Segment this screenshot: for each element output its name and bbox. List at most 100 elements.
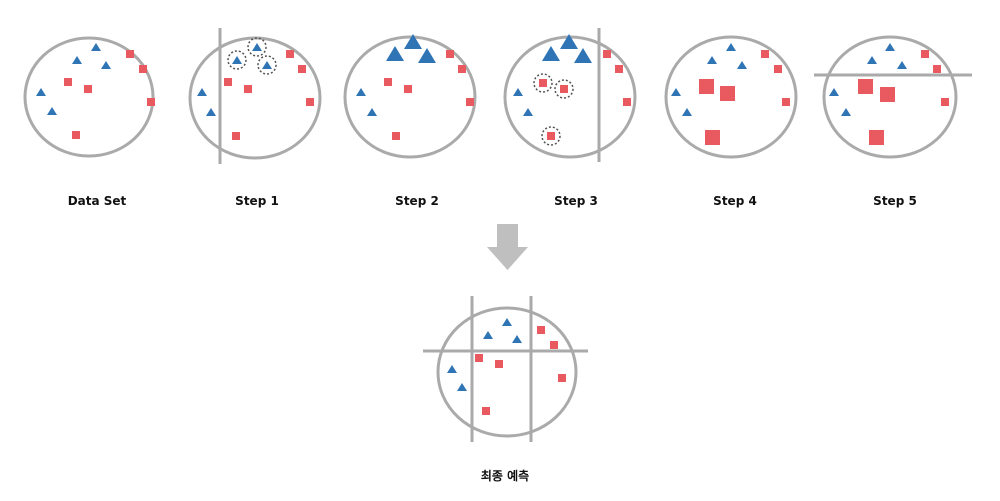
red-square (558, 374, 566, 382)
red-square (306, 98, 314, 106)
red-square (384, 78, 392, 86)
red-square (547, 132, 555, 140)
red-square (64, 78, 72, 86)
red-square (126, 50, 134, 58)
panel-data-set: Data Set (23, 36, 155, 208)
red-square (858, 79, 873, 94)
blue-triangle (829, 88, 839, 96)
label-step-2: Step 2 (395, 194, 439, 208)
blue-triangle (671, 88, 681, 96)
blue-triangle (367, 108, 377, 116)
misclassified-highlight (257, 55, 277, 75)
misclassified-highlight (541, 126, 561, 146)
red-square (147, 98, 155, 106)
red-square (705, 130, 720, 145)
red-square (298, 65, 306, 73)
red-square (537, 326, 545, 334)
panel-step-2: Step 2 (343, 34, 477, 208)
blue-triangle (726, 43, 736, 51)
blue-triangle (885, 43, 895, 51)
red-square (603, 50, 611, 58)
red-square (774, 65, 782, 73)
red-square (232, 132, 240, 140)
blue-triangle (483, 331, 493, 339)
label-step-1: Step 1 (235, 194, 279, 208)
blue-triangle (91, 43, 101, 51)
blue-triangle (101, 61, 111, 69)
red-square (458, 65, 466, 73)
red-square (623, 98, 631, 106)
red-square (782, 98, 790, 106)
blue-triangle (356, 88, 366, 96)
blue-triangle (36, 88, 46, 96)
blue-triangle (867, 56, 877, 64)
blue-triangle (252, 43, 262, 51)
red-square (244, 85, 252, 93)
blue-triangle (841, 108, 851, 116)
blue-triangle (523, 108, 533, 116)
red-square (720, 86, 735, 101)
label-final-prediction: 최종 예측 (481, 468, 529, 483)
blue-triangle (513, 88, 523, 96)
red-square (699, 79, 714, 94)
down-arrow-icon (487, 224, 528, 270)
blue-triangle (542, 46, 560, 61)
red-square (495, 360, 503, 368)
sample-space-outline (343, 35, 477, 159)
red-square (482, 407, 490, 415)
red-square (550, 341, 558, 349)
panel-step-5: Step 5 (814, 35, 972, 208)
blue-triangle (206, 108, 216, 116)
red-square (224, 78, 232, 86)
red-square (392, 132, 400, 140)
blue-triangle (560, 34, 578, 49)
red-square (921, 50, 929, 58)
sample-space-outline (436, 306, 578, 438)
red-square (539, 79, 547, 87)
red-square (139, 65, 147, 73)
blue-triangle (386, 46, 404, 61)
blue-triangle (404, 34, 422, 49)
sample-space-outline (23, 36, 155, 158)
red-square (933, 65, 941, 73)
red-square (869, 130, 884, 145)
blue-triangle (502, 318, 512, 326)
blue-triangle (897, 61, 907, 69)
red-square (84, 85, 92, 93)
blue-triangle (682, 108, 692, 116)
red-square (761, 50, 769, 58)
blue-triangle (457, 383, 467, 391)
red-square (615, 65, 623, 73)
label-step-3: Step 3 (554, 194, 598, 208)
misclassified-highlight (227, 50, 247, 70)
panel-step-4: Step 4 (664, 35, 798, 208)
blue-triangle (262, 61, 272, 69)
blue-triangle (232, 56, 242, 64)
blue-triangle (72, 56, 82, 64)
sample-space-outline (503, 35, 637, 159)
blue-triangle (574, 48, 592, 63)
misclassified-highlight (554, 79, 574, 99)
blue-triangle (47, 107, 57, 115)
panel-step-1: Step 1 (188, 28, 322, 208)
red-square (286, 50, 294, 58)
red-square (560, 85, 568, 93)
blue-triangle (418, 48, 436, 63)
blue-triangle (197, 88, 207, 96)
red-square (404, 85, 412, 93)
misclassified-highlight (247, 37, 267, 57)
panel-final-prediction: 최종 예측 (423, 296, 588, 483)
red-square (880, 87, 895, 102)
label-step-4: Step 4 (713, 194, 757, 208)
sample-space-outline (822, 35, 958, 159)
sample-space-outline (664, 35, 798, 159)
panel-step-3: Step 3 (503, 28, 637, 208)
blue-triangle (737, 61, 747, 69)
blue-triangle (447, 365, 457, 373)
red-square (446, 50, 454, 58)
label-data-set: Data Set (68, 194, 127, 208)
red-square (466, 98, 474, 106)
label-step-5: Step 5 (873, 194, 917, 208)
misclassified-highlight (533, 73, 553, 93)
